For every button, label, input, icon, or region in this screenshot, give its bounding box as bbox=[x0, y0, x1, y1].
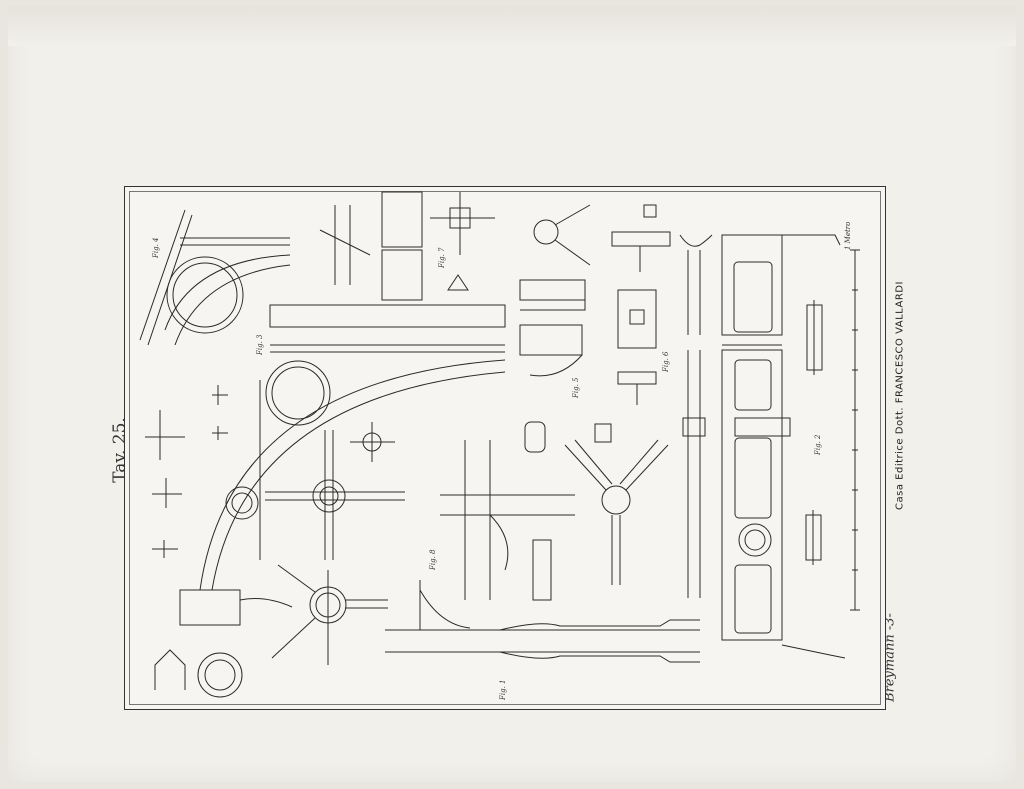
fig8-column-corner bbox=[440, 440, 575, 600]
page-top-edge bbox=[8, 6, 1016, 46]
fig7-top-details bbox=[319, 191, 495, 301]
plate-inner-border bbox=[129, 191, 881, 705]
fig7-label: Fig. 7 bbox=[438, 247, 446, 269]
fig3-label: Fig. 3 bbox=[256, 334, 264, 356]
scale-metro-label: 1 Metro bbox=[844, 222, 852, 250]
fig1-label: Fig. 1 bbox=[499, 680, 507, 701]
fig7-column-profile bbox=[385, 580, 700, 663]
fig5-label: Fig. 5 bbox=[572, 377, 580, 399]
fig4-corner-bracket bbox=[139, 209, 291, 346]
fig6-label: Fig. 6 bbox=[662, 351, 670, 373]
fig6-parts bbox=[611, 204, 671, 405]
fig2-label: Fig. 2 bbox=[814, 434, 822, 456]
scale-bar bbox=[850, 249, 860, 611]
fig5-parts bbox=[519, 204, 591, 377]
column-elevation bbox=[679, 234, 713, 598]
section-fg bbox=[350, 422, 395, 462]
i-sections-left bbox=[145, 385, 243, 698]
cross-section-ab bbox=[265, 430, 405, 560]
fig4-label: Fig. 4 bbox=[152, 238, 160, 259]
fig8-label: Fig. 8 bbox=[429, 549, 437, 571]
y-section-rr bbox=[564, 439, 669, 585]
radial-section-ab bbox=[271, 564, 388, 665]
fig2-column-panels bbox=[721, 234, 846, 659]
scale-ticks bbox=[852, 289, 858, 571]
fig3-arched-bracket bbox=[179, 304, 506, 626]
sections-st-qr bbox=[805, 300, 823, 565]
misc-details bbox=[524, 421, 612, 601]
